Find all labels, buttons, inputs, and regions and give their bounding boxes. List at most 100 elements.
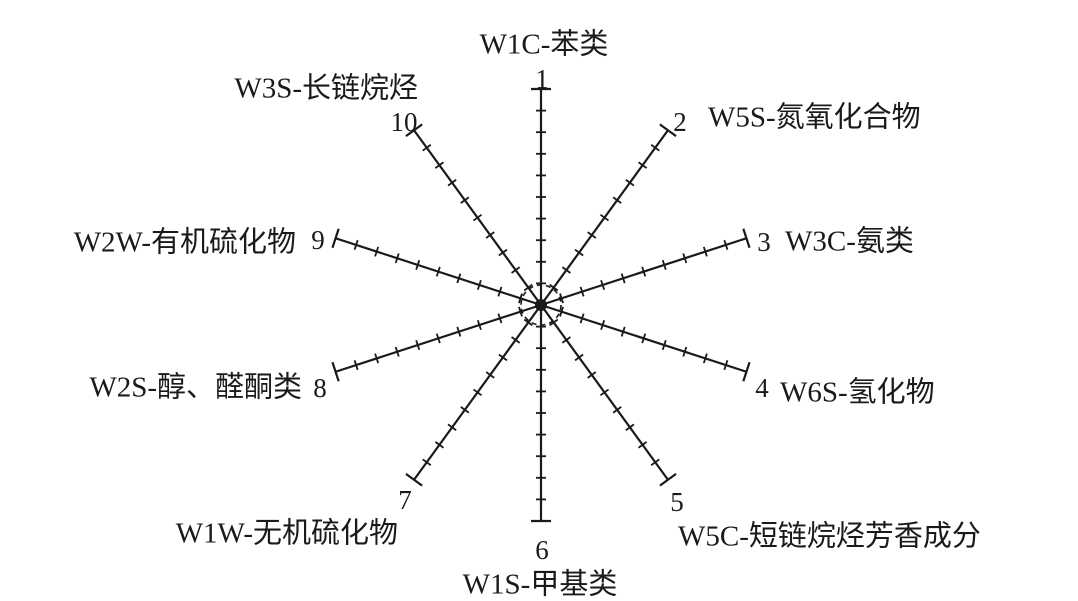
axis-tick [641, 333, 647, 344]
axis-end-cap [742, 228, 751, 249]
axes-layer [331, 87, 751, 523]
axis-number-8: 8 [313, 373, 327, 403]
axis-end-cap [405, 123, 423, 138]
sensor-label-5: W5C-短链烷烃芳香成分 [678, 520, 981, 553]
axis-2 [540, 123, 677, 306]
axis-tick [472, 388, 483, 397]
axis-7 [405, 304, 542, 487]
axis-tick [620, 326, 626, 337]
sensor-labels: W1C-苯类 W5S-氮氧化合物 W3C-氨类 W6S-氢化物 W5C-短链烷烃芳香成分… [74, 28, 981, 601]
axis-tick [434, 161, 445, 169]
axis-tick [641, 266, 647, 277]
axis-tick [661, 340, 667, 351]
axis-tick [549, 318, 559, 327]
axis-tick [498, 353, 508, 362]
axis-tick [637, 441, 648, 449]
axis-number-6: 6 [535, 535, 549, 565]
axis-end-cap [331, 228, 340, 249]
axis-tick [485, 231, 495, 239]
axis-tick [523, 283, 533, 292]
axis-end-cap [742, 361, 751, 382]
axis-number-5: 5 [670, 487, 684, 517]
axis-tick [415, 340, 421, 351]
axis-10 [405, 123, 542, 306]
axis-tick [422, 144, 432, 152]
axis-tick [511, 336, 521, 344]
sensor-label-6: W1S-甲基类 [463, 568, 618, 601]
axis-tick [600, 319, 606, 331]
axis-tick [612, 406, 622, 414]
axis-tick [637, 161, 648, 169]
axis-tick [702, 246, 708, 257]
axis-tick [434, 441, 445, 449]
sensor-label-8: W2S-醇、醛酮类 [89, 371, 302, 404]
axis-tick [374, 246, 380, 257]
axis-tick [600, 279, 606, 291]
axis-tick [476, 319, 482, 331]
axis-tick [518, 293, 523, 304]
sensor-label-3: W3C-氨类 [785, 225, 914, 258]
axis-number-3: 3 [757, 227, 771, 257]
axis-tick [511, 266, 521, 274]
axis-tick [559, 293, 564, 304]
axis-end-cap [659, 472, 677, 487]
axis-tick [497, 286, 503, 297]
sensor-label-2: W5S-氮氧化合物 [708, 101, 921, 134]
axis-numbers: 1 2 3 4 5 6 7 8 9 10 [311, 64, 771, 565]
axis-number-4: 4 [755, 373, 769, 403]
axis-tick [574, 248, 584, 257]
axis-number-2: 2 [673, 107, 687, 137]
axis-tick [702, 353, 708, 364]
axis-tick [485, 371, 495, 379]
axis-1 [531, 87, 551, 305]
axis-number-10: 10 [391, 107, 418, 137]
axis-tick [476, 279, 482, 291]
axis-tick [497, 313, 503, 324]
axis-tick [650, 458, 660, 466]
axis-tick [587, 231, 597, 239]
axis-tick [460, 196, 470, 204]
axis-tick [650, 144, 660, 152]
axis-tick [460, 406, 470, 414]
axis-end-cap [405, 472, 423, 487]
axis-tick [723, 360, 729, 371]
axis-tick [579, 313, 585, 324]
axis-tick [549, 283, 559, 292]
axis-6 [531, 305, 551, 523]
axis-number-9: 9 [311, 225, 325, 255]
axis-tick [374, 353, 380, 364]
axis-tick [518, 306, 523, 317]
sensor-label-10: W3S-长链烷烃 [234, 72, 418, 105]
axis-tick [559, 306, 564, 317]
axis-tick [620, 273, 626, 284]
sensor-label-4: W6S-氢化物 [780, 376, 935, 409]
sensor-label-7: W1W-无机硫化物 [176, 517, 398, 550]
axis-tick [599, 213, 610, 222]
axis-tick [574, 353, 584, 362]
axis-tick [415, 259, 421, 270]
axis-tick [599, 388, 610, 397]
sensor-label-1: W1C-苯类 [480, 28, 609, 61]
axis-tick [561, 266, 571, 274]
axis-number-1: 1 [535, 64, 549, 94]
axis-tick [394, 253, 400, 264]
axis-tick [394, 346, 400, 357]
sensor-label-9: W2W-有机硫化物 [74, 226, 296, 259]
center-point [535, 299, 547, 311]
axis-tick [456, 273, 462, 284]
axis-tick [447, 423, 457, 431]
axis-3 [540, 228, 751, 307]
axis-tick [587, 371, 597, 379]
axis-8 [331, 303, 542, 382]
axis-9 [331, 228, 542, 307]
axis-tick [625, 423, 635, 431]
axis-number-7: 7 [398, 485, 412, 515]
axis-tick [422, 458, 432, 466]
axis-end-cap [659, 123, 677, 138]
axis-tick [579, 286, 585, 297]
axis-tick [561, 336, 571, 344]
axis-tick [723, 239, 729, 250]
axis-tick [498, 248, 508, 257]
axis-tick [682, 346, 688, 357]
